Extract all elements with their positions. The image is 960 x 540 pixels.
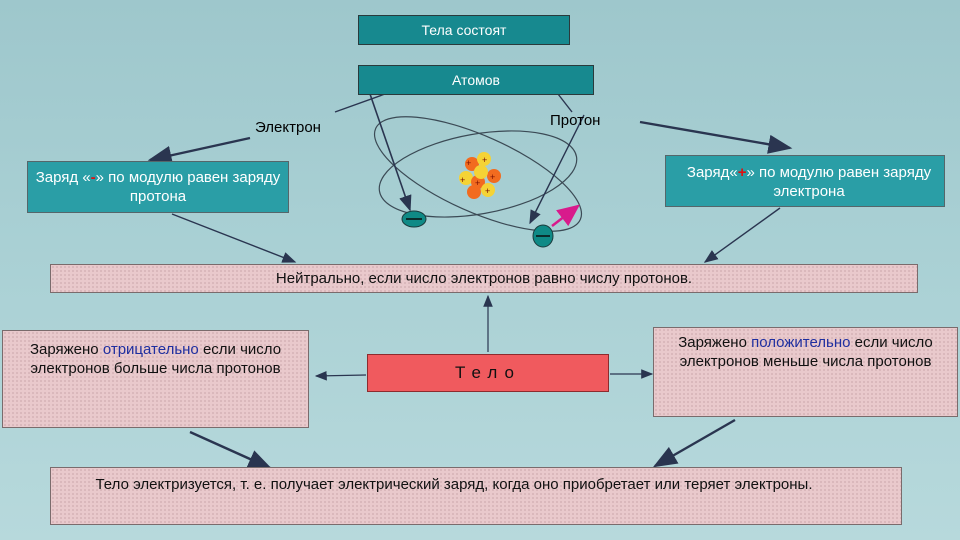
svg-text:+: + — [490, 172, 495, 182]
negative-highlight: отрицательно — [102, 341, 199, 358]
proton-charge-text-start: Заряд« — [686, 164, 738, 181]
negative-text-start: Заряжено — [29, 341, 103, 358]
neutral-box: Нейтрально, если число электронов равно … — [50, 264, 918, 293]
nucleus-icon: + + + + + + — [459, 152, 501, 199]
electron-charge-box: Заряд «-» по модулю равен заряду протона — [27, 161, 289, 213]
plus-sign: + — [737, 164, 747, 181]
electron-charge-text-end: » по модулю равен заряду протона — [95, 169, 281, 205]
svg-text:+: + — [482, 155, 487, 165]
body-consists-label: Тела состоят — [421, 22, 507, 38]
positive-text-end: если число электронов меньше числа прото… — [679, 334, 933, 370]
atoms-box: Атомов — [358, 65, 594, 95]
body-label: Тело — [455, 363, 521, 382]
electron-label: Электрон — [255, 119, 321, 136]
proton-label: Протон — [550, 112, 601, 129]
svg-text:+: + — [485, 186, 490, 196]
electron-icon — [401, 210, 427, 228]
svg-text:+: + — [475, 178, 480, 188]
positive-charge-box: Заряжено положительно если число электро… — [653, 327, 958, 417]
body-consists-box: Тела состоят — [358, 15, 570, 45]
minus-sign: - — [90, 169, 96, 186]
negative-text-end: если число электронов больше числа прото… — [30, 341, 282, 377]
positive-text-start: Заряжено — [678, 334, 752, 351]
svg-text:+: + — [466, 158, 471, 168]
atoms-label: Атомов — [452, 72, 500, 88]
proton-charge-box: Заряд«+» по модулю равен заряду электрон… — [665, 155, 945, 207]
body-box: Тело — [367, 354, 609, 392]
electrization-box: Тело электризуется, т. е. получает элект… — [50, 467, 902, 525]
electron-icon — [532, 204, 580, 248]
negative-charge-box: Заряжено отрицательно если число электро… — [2, 330, 309, 428]
proton-charge-text-end: » по модулю равен заряду электрона — [746, 164, 932, 200]
electron-charge-text-start: Заряд « — [35, 169, 91, 186]
atom-model-icon — [373, 116, 583, 232]
positive-highlight: положительно — [751, 334, 851, 351]
svg-text:+: + — [460, 175, 465, 185]
electrization-label: Тело электризуется, т. е. получает элект… — [95, 476, 813, 493]
neutral-label: Нейтрально, если число электронов равно … — [275, 270, 693, 287]
